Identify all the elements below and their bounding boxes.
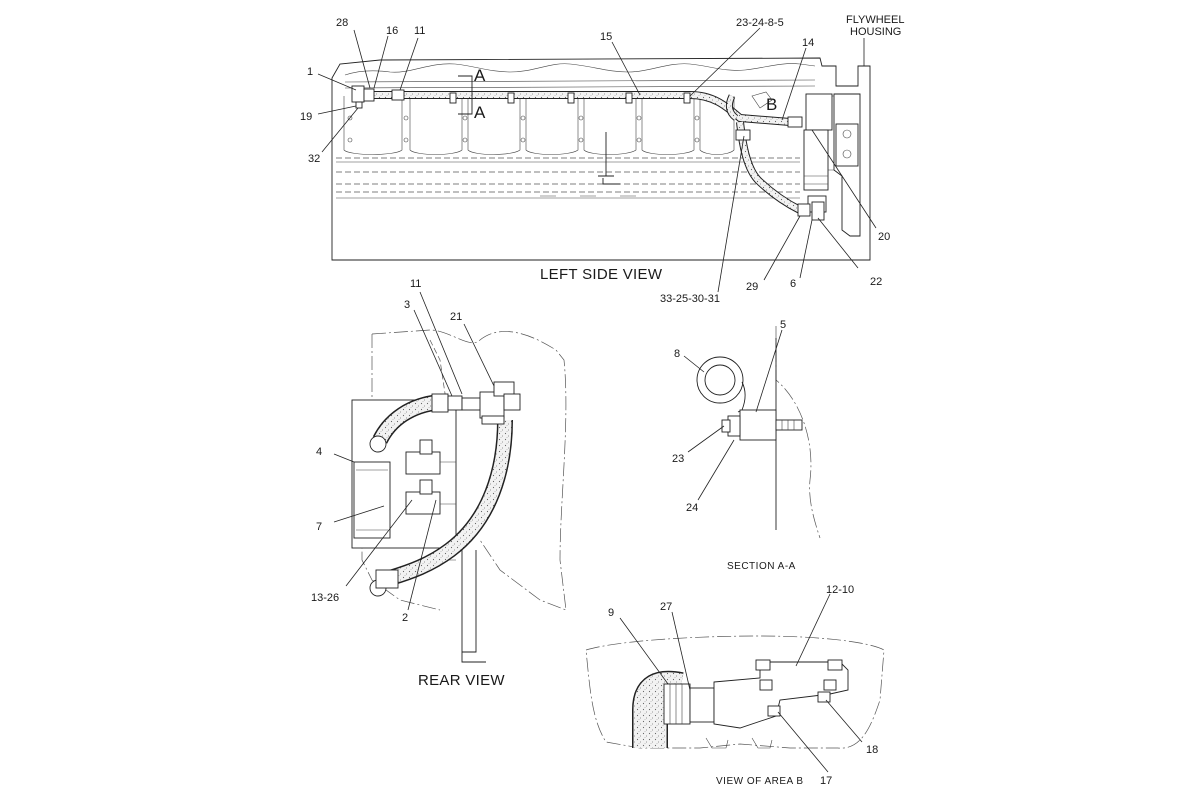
area-b-callout-9: 9	[608, 607, 614, 619]
hose-assembly-top	[351, 85, 825, 221]
rear-callout-21: 21	[450, 311, 462, 323]
callout-22: 22	[870, 276, 882, 288]
engine-block-outline	[331, 57, 871, 261]
view-area-b: 9 27 12-10 18 17 VIEW OF AREA B	[585, 584, 885, 787]
section-a-a-title: SECTION A-A	[727, 561, 796, 572]
left-side-leaders	[317, 27, 877, 293]
area-b-phantom-outline	[585, 635, 885, 749]
area-b-callout-27: 27	[660, 601, 672, 613]
area-b-label: B	[766, 95, 777, 114]
callout-32: 32	[308, 153, 320, 165]
rear-callout-4: 4	[316, 446, 322, 458]
callout-20: 20	[878, 231, 890, 243]
section-callout-24: 24	[686, 502, 698, 514]
cylinder-bays	[343, 96, 735, 155]
section-callout-23: 23	[672, 453, 684, 465]
section-a-marker: A A	[458, 66, 486, 122]
area-b-leaders	[619, 593, 863, 773]
rear-callout-13-26: 13-26	[311, 592, 339, 604]
rear-callout-11: 11	[410, 278, 421, 290]
callout-33-25-30-31: 33-25-30-31	[660, 293, 720, 305]
rear-view-title: REAR VIEW	[418, 672, 505, 689]
area-b-callout-17: 17	[820, 775, 832, 787]
left-side-view: A A B 1 28 16 11 19 32	[300, 14, 904, 305]
rear-view-leaders	[333, 291, 495, 611]
left-side-callouts: 1 28 16 11 19 32 15 23-24-8-5 14 20 22 6…	[300, 14, 904, 305]
callout-6: 6	[790, 278, 796, 290]
callout-29: 29	[746, 281, 758, 293]
rear-view: 11 3 21 4 7 13-26 2 REAR VIEW	[311, 278, 567, 689]
area-b-callout-12-10: 12-10	[826, 584, 854, 596]
rear-view-callouts: 11 3 21 4 7 13-26 2	[311, 278, 462, 624]
section-callout-8: 8	[674, 348, 680, 360]
flywheel-label-2: HOUSING	[850, 26, 901, 38]
area-b-callouts: 9 27 12-10 18 17	[608, 584, 878, 787]
section-a-a: 8 5 23 24 SECTION A-A	[672, 319, 821, 572]
callout-15: 15	[600, 31, 612, 43]
callout-16: 16	[386, 25, 398, 37]
section-a-a-leaders	[683, 329, 783, 501]
callout-19: 19	[300, 111, 312, 123]
callout-23-24-8-5: 23-24-8-5	[736, 17, 784, 29]
area-b-callout-18: 18	[866, 744, 878, 756]
area-b-title: VIEW OF AREA B	[716, 776, 804, 787]
rear-callout-7: 7	[316, 521, 322, 533]
callout-1: 1	[307, 66, 313, 78]
section-callout-5: 5	[780, 319, 786, 331]
section-a-label-lower: A	[474, 103, 486, 122]
rear-callout-2: 2	[402, 612, 408, 624]
flywheel-label-1: FLYWHEEL	[846, 14, 904, 26]
rear-callout-3: 3	[404, 299, 410, 311]
callout-11: 11	[414, 25, 425, 37]
section-a-a-callouts: 8 5 23 24	[672, 319, 786, 514]
callout-28: 28	[336, 17, 348, 29]
section-a-label-upper: A	[474, 66, 486, 85]
left-side-view-title: LEFT SIDE VIEW	[540, 266, 663, 283]
callout-14: 14	[802, 37, 814, 49]
